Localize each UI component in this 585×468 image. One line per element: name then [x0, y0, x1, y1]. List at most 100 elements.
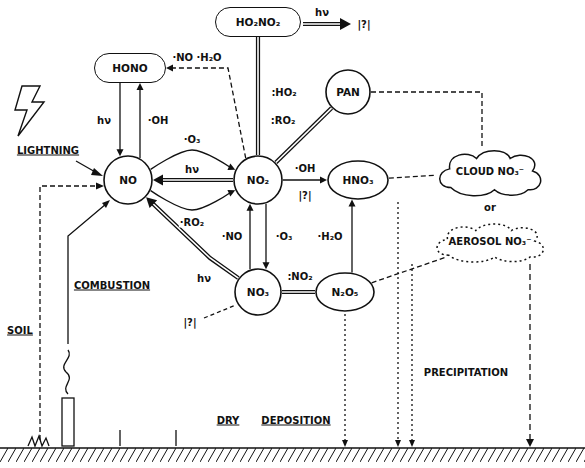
- reagent-label: :RO₂: [270, 115, 297, 126]
- species-name: HO₂NO₂: [236, 16, 281, 28]
- annotation-label: |?|: [297, 190, 312, 201]
- annotation-label: COMBUSTION: [73, 280, 151, 291]
- lightning-symbol: [15, 86, 44, 136]
- species-name: NO: [119, 174, 137, 186]
- arrow-head: [320, 177, 327, 184]
- cloud-outline: [440, 151, 541, 196]
- species-name: N₂O₅: [332, 286, 359, 298]
- reagent-label: ·RO₂: [179, 217, 205, 228]
- reagent-label: :NO₂: [286, 271, 313, 282]
- species-circle: N₂O₅: [315, 272, 375, 312]
- arrow-head: [102, 200, 110, 208]
- reagent-label: ·OH: [147, 115, 170, 126]
- arrow-head: [342, 440, 348, 447]
- deposition-line: [344, 314, 345, 444]
- ground-line: [0, 447, 585, 449]
- circle-outline: [328, 161, 388, 199]
- species-name: NO₂: [247, 174, 269, 186]
- species-name: HNO₃: [342, 174, 373, 186]
- annotation-label: DRY: [216, 415, 241, 426]
- reaction-arrow: [349, 200, 356, 273]
- source-line: [68, 204, 106, 344]
- species-circle: HNO₃: [327, 160, 389, 200]
- species-name: PAN: [336, 86, 360, 98]
- annotation-label: or: [483, 202, 497, 213]
- reaction-arrow: [166, 65, 246, 159]
- annotation-label: PRECIPITATION: [423, 367, 509, 378]
- dashed-line: [372, 257, 447, 283]
- arrow-head: [395, 440, 401, 447]
- sink-line: [204, 305, 236, 318]
- annotation-label: DEPOSITION: [260, 415, 331, 426]
- reagent-label: hν: [96, 115, 112, 126]
- species-circle: NO₂: [233, 155, 283, 205]
- soil-symbol: [28, 436, 49, 446]
- arrow-head: [349, 200, 356, 207]
- arrow-head: [166, 65, 173, 72]
- species-box: HONO: [94, 53, 166, 83]
- reaction-arrow: [389, 175, 435, 178]
- reaction-line: [265, 204, 266, 264]
- reagent-label: ·NO ·H₂O: [171, 52, 222, 63]
- reaction-arrow: [282, 292, 315, 293]
- reaction-arrow: [263, 204, 270, 270]
- reagent-label: :HO₂: [270, 87, 297, 98]
- reaction-arrow: [372, 257, 447, 283]
- smoke-symbol: [64, 350, 70, 394]
- reaction-line: [119, 83, 120, 151]
- arrow-head: [117, 149, 124, 156]
- reaction-line: [151, 191, 231, 210]
- species-circle: NO₃: [234, 268, 282, 316]
- arrow-head: [526, 439, 534, 447]
- ground-hatch: [0, 448, 585, 464]
- double-line-inner: [161, 179, 233, 181]
- arrow-head: [340, 18, 351, 30]
- species-circle: NO: [103, 155, 153, 205]
- photolysis-arrow: [303, 23, 341, 25]
- reaction-arrow: [117, 83, 124, 156]
- dashed-line: [172, 68, 246, 158]
- deposition-line: [411, 264, 412, 444]
- deposition-line: [120, 430, 176, 446]
- cloud-shape: CLOUD NO₃⁻: [434, 146, 546, 198]
- dashed-line: [389, 175, 435, 178]
- reaction-line: [249, 209, 250, 269]
- arrow-head: [146, 197, 157, 208]
- annotation-label: SOIL: [6, 325, 34, 336]
- annotation-label: |?|: [356, 19, 371, 30]
- reaction-arrow: [258, 37, 259, 155]
- reaction-arrow: [137, 83, 144, 158]
- photolysis-arrow: [303, 22, 341, 26]
- annotation-label: hν: [314, 7, 330, 18]
- circle-outline: [316, 273, 374, 311]
- reaction-line: [139, 89, 140, 158]
- arrow-head: [409, 440, 415, 447]
- reagent-label: hν: [196, 273, 212, 284]
- double-line: [161, 178, 233, 182]
- reagent-label: ·NO: [221, 231, 244, 242]
- reagent-label: ·OH: [294, 163, 317, 174]
- reaction-arrow: [247, 204, 254, 270]
- double-line: [282, 290, 315, 294]
- arrow-head: [227, 164, 235, 170]
- circle-outline: [235, 269, 281, 315]
- chimney-symbol: [62, 398, 74, 446]
- reaction-arrow: [371, 92, 482, 146]
- double-line: [256, 37, 260, 155]
- reaction-arrow: [153, 175, 233, 186]
- species-circle: PAN: [325, 69, 371, 115]
- double-line-inner: [257, 37, 259, 155]
- precipitation-line: [529, 264, 530, 440]
- arrow-head: [137, 83, 144, 90]
- deposition-line: [397, 202, 398, 444]
- circle-outline: [234, 156, 282, 204]
- reaction-arrow: [283, 177, 327, 184]
- annotation-label: LIGHTNING: [16, 145, 80, 156]
- cloud-outline: [437, 224, 543, 262]
- reaction-arrow: [151, 190, 236, 210]
- dashed-line: [371, 92, 482, 146]
- species-name: CLOUD NO₃⁻: [456, 166, 524, 178]
- reagent-label: ·O₃: [183, 134, 202, 145]
